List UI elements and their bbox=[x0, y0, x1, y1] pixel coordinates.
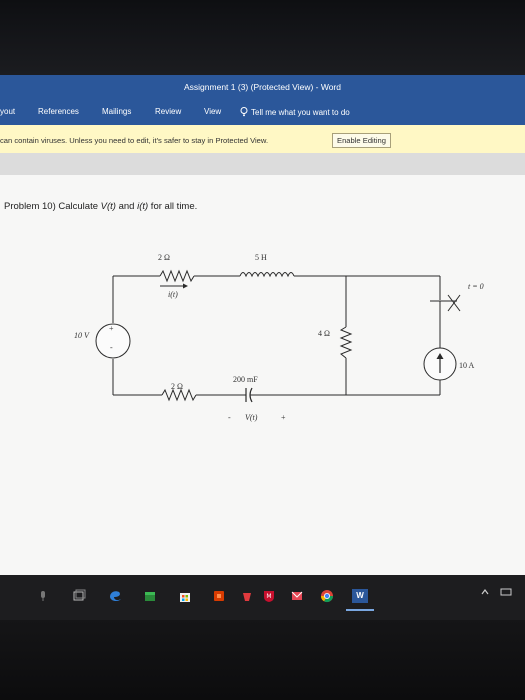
label-source-minus: - bbox=[110, 343, 113, 352]
problem-and: and bbox=[115, 201, 138, 212]
enable-editing-button[interactable]: Enable Editing bbox=[332, 133, 391, 148]
screen: Assignment 1 (3) (Protected View) - Word… bbox=[0, 75, 525, 620]
tell-me-box[interactable]: Tell me what you want to do bbox=[240, 107, 350, 117]
monitor-bezel-top bbox=[0, 0, 525, 75]
current-source-arrow bbox=[436, 353, 444, 359]
document-page: Problem 10) Calculate V(t) and i(t) for … bbox=[0, 175, 525, 585]
protected-view-message: can contain viruses. Unless you need to … bbox=[0, 136, 269, 145]
capacitor-plate-right bbox=[249, 387, 253, 403]
tab-references[interactable]: References bbox=[38, 107, 79, 116]
label-r2: 2 Ω bbox=[171, 382, 183, 391]
resistor-2ohm-bottom bbox=[161, 388, 197, 402]
svg-text:M: M bbox=[266, 593, 271, 600]
problem-i: i(t) bbox=[137, 201, 149, 212]
protected-view-bar: can contain viruses. Unless you need to … bbox=[0, 125, 525, 154]
mcafee-icon[interactable]: M bbox=[262, 589, 276, 603]
tab-review[interactable]: Review bbox=[155, 107, 182, 116]
app-icon[interactable] bbox=[240, 589, 254, 603]
lightbulb-icon bbox=[240, 107, 248, 117]
store-icon[interactable] bbox=[143, 589, 157, 603]
label-r1: 2 Ω bbox=[158, 253, 170, 262]
problem-statement: Problem 10) Calculate V(t) and i(t) for … bbox=[4, 201, 197, 212]
task-view-icon[interactable] bbox=[72, 589, 86, 603]
ribbon-tabs: yout References Mailings Review View Tel… bbox=[0, 99, 525, 125]
switch-cross-2 bbox=[447, 294, 461, 312]
tab-view[interactable]: View bbox=[204, 107, 222, 116]
label-cap-minus: - bbox=[228, 413, 231, 422]
problem-suffix: for all time. bbox=[148, 201, 198, 212]
microphone-icon[interactable] bbox=[36, 589, 50, 603]
tab-mailings[interactable]: Mailings bbox=[102, 107, 132, 116]
resistor-2ohm-top bbox=[159, 269, 195, 283]
label-r-right: 4 Ω bbox=[318, 329, 330, 338]
problem-prefix: Problem 10) Calculate bbox=[4, 201, 101, 212]
tab-layout[interactable]: yout bbox=[0, 107, 16, 116]
store-bag-icon[interactable] bbox=[178, 589, 192, 603]
chevron-up-icon[interactable] bbox=[480, 587, 490, 597]
tell-me-text: Tell me what you want to do bbox=[251, 107, 350, 117]
network-icon[interactable] bbox=[500, 587, 512, 597]
label-source-i: 10 A bbox=[459, 361, 475, 370]
label-current: i(t) bbox=[168, 290, 178, 299]
label-cap-v: V(t) bbox=[245, 413, 258, 422]
label-cap-plus: + bbox=[281, 413, 286, 422]
inductor-5h bbox=[239, 272, 295, 278]
office-icon[interactable] bbox=[212, 589, 226, 603]
label-switch: t = 0 bbox=[468, 282, 484, 291]
resistor-4ohm bbox=[339, 326, 353, 359]
voltage-source bbox=[95, 323, 131, 359]
monitor-bezel-bottom bbox=[0, 620, 525, 700]
document-gutter bbox=[0, 153, 525, 175]
problem-v: V(t) bbox=[100, 201, 116, 212]
window-title: Assignment 1 (3) (Protected View) - Word bbox=[0, 75, 525, 99]
label-capacitor: 200 mF bbox=[233, 375, 258, 384]
label-source-plus: + bbox=[109, 324, 114, 333]
word-icon[interactable]: W bbox=[352, 589, 368, 603]
circuit-diagram bbox=[95, 269, 461, 403]
label-source-v: 10 V bbox=[74, 331, 89, 340]
label-inductor: 5 H bbox=[255, 253, 267, 262]
chrome-icon[interactable] bbox=[320, 589, 334, 603]
mail-icon[interactable] bbox=[290, 589, 304, 603]
word-active-indicator bbox=[346, 609, 374, 611]
edge-icon[interactable] bbox=[108, 589, 122, 603]
windows-taskbar: M W bbox=[0, 575, 525, 620]
